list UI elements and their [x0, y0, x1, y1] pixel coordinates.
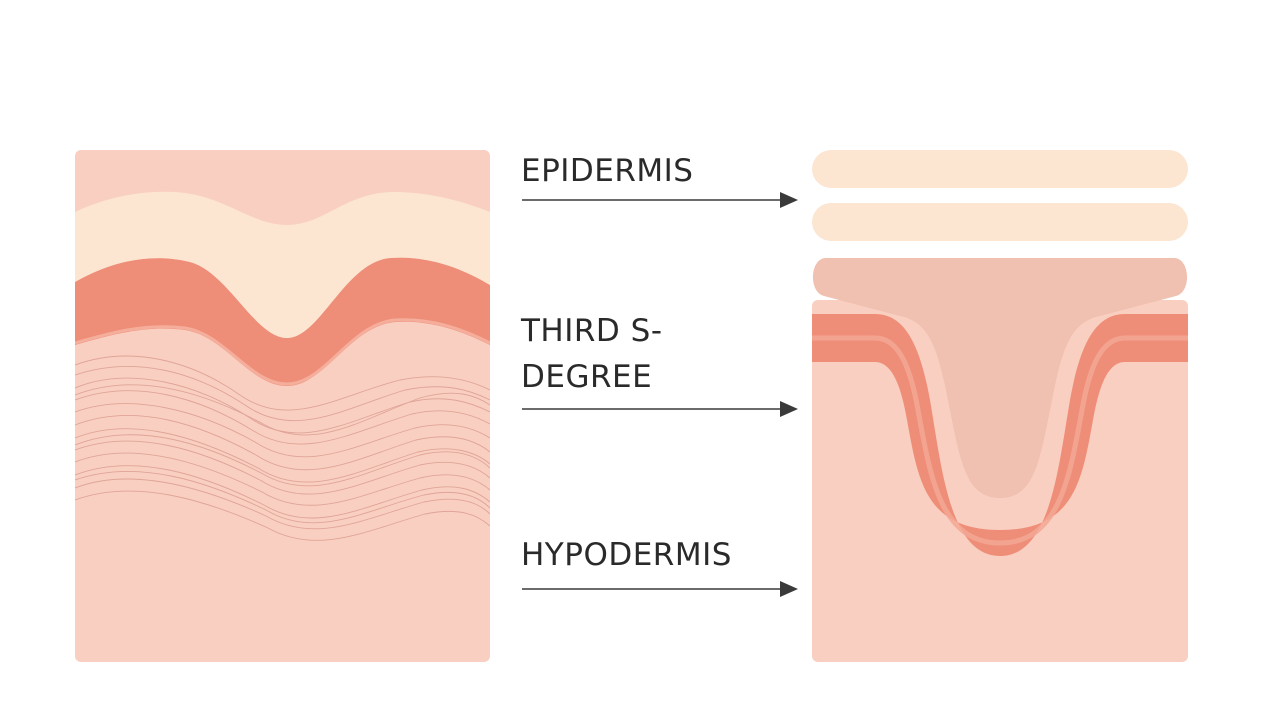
third-degree-arrow: [522, 401, 798, 417]
wound-cavity: [812, 258, 1188, 498]
arrows: [522, 192, 798, 597]
healthy-skin-section: [75, 150, 490, 662]
epidermis-label: EPIDERMIS: [521, 153, 694, 189]
left-dermis-layer: [75, 257, 490, 386]
third-degree-label-line1: THIRD S-: [521, 313, 663, 349]
third-degree-label-line2: DEGREE: [521, 359, 653, 395]
right-epidermis-strip-2: [812, 203, 1188, 241]
left-epidermis-layer: [75, 191, 490, 338]
hypodermis-arrow: [522, 581, 798, 597]
left-fiber-lines: [75, 355, 490, 541]
right-dermis-midline: [812, 335, 1188, 546]
right-epidermis-strip-1: [812, 150, 1188, 188]
epidermis-arrow: [522, 192, 798, 208]
injured-skin-section: [812, 150, 1188, 662]
right-dermis-layer: [812, 314, 1188, 556]
hypodermis-label: HYPODERMIS: [521, 537, 732, 573]
left-dermis-highlight: [75, 318, 490, 386]
